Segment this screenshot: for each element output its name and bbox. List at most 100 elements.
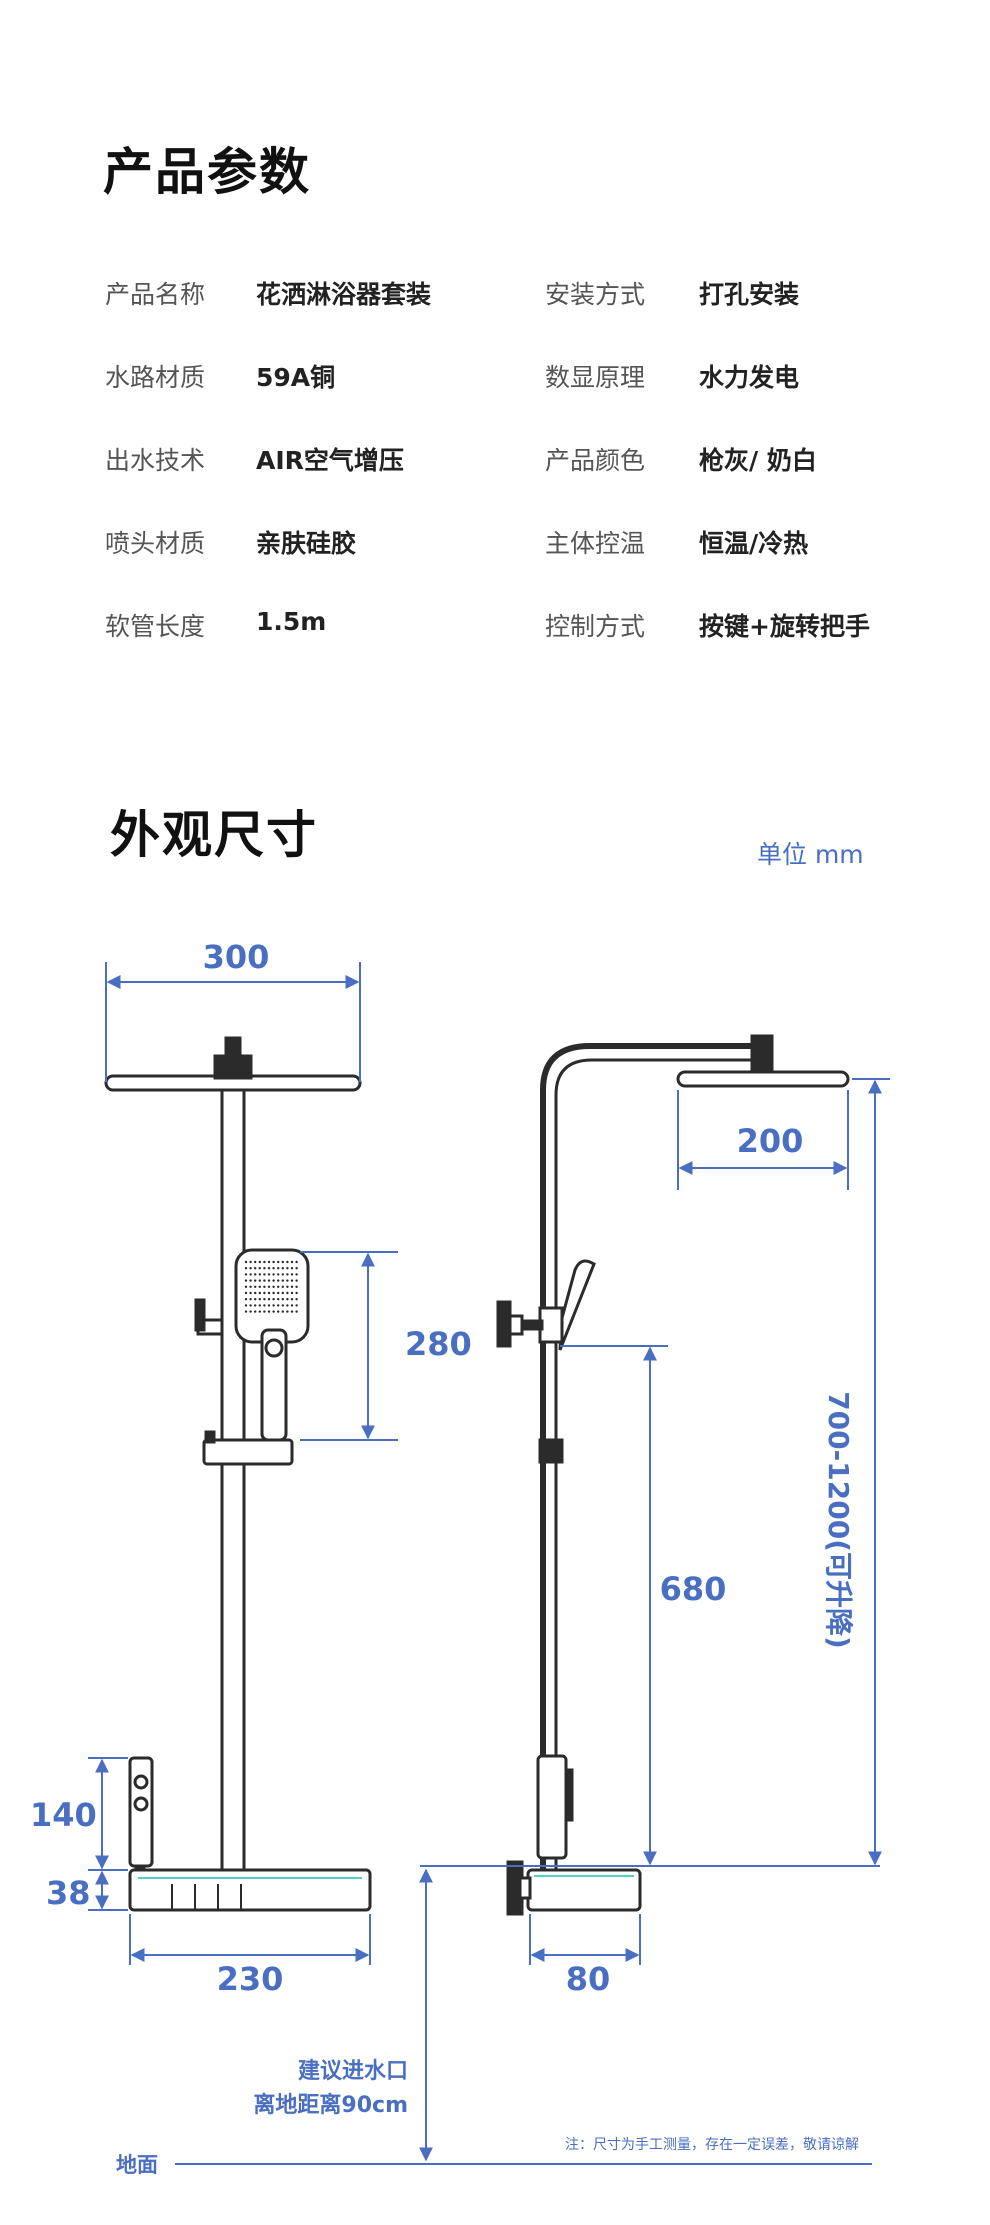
side-arm-connector [750,1034,774,1074]
nozzle-dot [277,1260,280,1264]
nozzle-dot [290,1310,294,1313]
dim-label-300: 300 [203,938,270,976]
nozzle-dot [254,1285,257,1289]
nozzle-dot [286,1273,289,1276]
ground-label: 地面 [116,2153,158,2177]
nozzle-dot [258,1267,261,1270]
param-label: 出水技术 [105,446,206,475]
front-view [104,1036,372,1912]
param-value: 亲肤硅胶 [256,529,357,558]
side-holder [538,1438,564,1464]
nozzle-dot [281,1304,284,1307]
nozzle-dot [281,1267,284,1270]
param-label: 产品颜色 [545,446,646,475]
param-label: 数显原理 [545,363,646,392]
nozzle-dot [254,1304,257,1307]
nozzle-dot [272,1260,275,1264]
hand-shower-holder [202,1438,294,1466]
nozzle-dot [258,1304,261,1307]
nozzle-dot [267,1260,271,1264]
hand-shower-button [264,1338,284,1358]
side-control-unit [536,1754,568,1860]
nozzle-dot [272,1304,275,1307]
nozzle-dot [244,1304,248,1307]
side-diverter-cap [508,1314,524,1336]
nozzle-dot [263,1291,266,1295]
side-control-buttons [564,1768,574,1822]
nozzle-dot [267,1285,271,1289]
unit-label: 单位 mm [757,840,864,869]
param-label: 水路材质 [105,363,206,392]
hand-shower-head [234,1248,310,1344]
nozzle-dot [249,1279,252,1282]
params-title: 产品参数 [103,143,311,201]
nozzle-dot [254,1279,257,1282]
nozzle-dot [263,1279,266,1282]
nozzle-dot [249,1310,252,1313]
nozzle-dot [290,1291,294,1295]
param-value: 按键+旋转把手 [699,612,870,641]
nozzle-dot [286,1260,289,1264]
nozzle-dot [244,1267,248,1270]
dim-label-700-1200: 700-1200(可升降) [822,1391,855,1649]
param-value: 枪灰/ 奶白 [699,446,817,475]
nozzle-dot [244,1291,248,1295]
nozzle-dot [258,1285,261,1289]
param-value: 59A铜 [256,363,336,392]
nozzle-dot [267,1291,271,1295]
nozzle-dot [263,1285,266,1289]
nozzle-dot [277,1310,280,1313]
inlet-note: 建议进水口 离地距离90cm [200,2055,408,2123]
param-label: 产品名称 [105,280,206,309]
nozzle-dot [272,1291,275,1295]
nozzle-dot [244,1273,248,1276]
nozzle-dot [254,1260,257,1264]
nozzle-dot [295,1279,298,1282]
nozzle-dot [290,1279,294,1282]
param-value: 水力发电 [699,363,800,392]
diverter-lever [194,1298,206,1332]
nozzle-dot [258,1291,261,1295]
nozzle-dot [254,1310,257,1313]
holder-clip [204,1430,216,1444]
dim-label-230: 230 [217,1960,284,1998]
nozzle-dot [281,1285,284,1289]
nozzle-dot [277,1279,280,1282]
param-value: 恒温/冷热 [699,529,809,558]
param-value: 花洒淋浴器套装 [256,280,432,309]
nozzle-dot [258,1273,261,1276]
nozzle-dot [295,1291,298,1295]
side-hand-shower [558,1259,596,1351]
nozzle-dot [286,1267,289,1270]
param-value: 1.5m [256,607,327,636]
nozzle-dot [281,1310,284,1313]
nozzle-dot [272,1273,275,1276]
nozzle-dot [267,1310,271,1313]
nozzle-dot [295,1273,298,1276]
nozzle-dot [290,1304,294,1307]
nozzle-dot [281,1298,284,1301]
nozzle-dot [272,1267,275,1270]
nozzle-dot [258,1310,261,1313]
nozzle-dot [267,1267,271,1270]
nozzle-dot [295,1310,298,1313]
side-shower-arm-inner [554,1058,752,1870]
nozzle-dot [263,1304,266,1307]
nozzle-dot [244,1298,248,1301]
dim-label-680: 680 [660,1570,727,1608]
nozzle-dot [254,1298,257,1301]
dimensions-title: 外观尺寸 [110,806,318,864]
nozzle-dot [267,1279,271,1282]
nozzle-dot [249,1298,252,1301]
side-view [496,1034,850,1916]
control-button-top [133,1774,149,1790]
nozzle-dot [244,1260,248,1264]
param-label: 软管长度 [105,612,206,641]
nozzle-dot [244,1285,248,1289]
nozzle-dot [254,1267,257,1270]
nozzle-dot [286,1285,289,1289]
nozzle-dot [286,1298,289,1301]
nozzle-dot [290,1260,294,1264]
nozzle-dot [249,1267,252,1270]
